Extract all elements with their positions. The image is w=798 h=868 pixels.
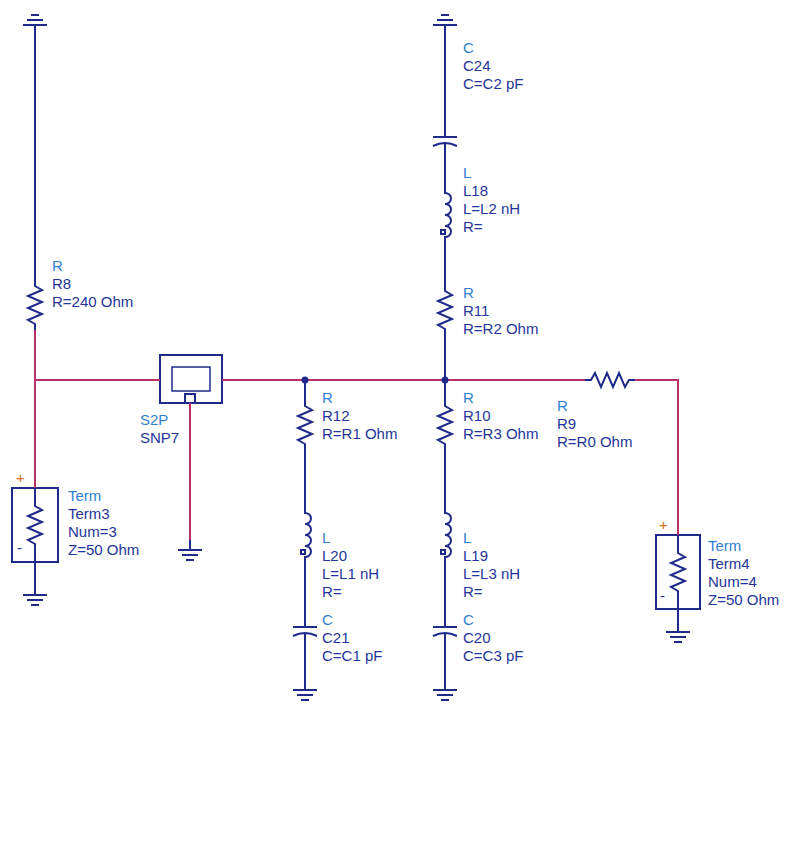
component-type: R: [322, 390, 333, 405]
component-type: R: [557, 398, 568, 413]
wires: [35, 330, 678, 540]
component-name: R8: [52, 276, 71, 291]
component-name: C20: [463, 630, 491, 645]
polarity-mark: +: [16, 470, 25, 485]
component-value: C=C1 pF: [322, 648, 382, 663]
component-type: L: [463, 530, 471, 545]
component-type: Term: [68, 488, 101, 503]
component-name: L19: [463, 548, 488, 563]
component-value: Z=50 Ohm: [708, 592, 779, 607]
component-value: R=R0 Ohm: [557, 434, 632, 449]
component-value: L=L3 nH: [463, 566, 520, 581]
component-name: R11: [463, 303, 489, 318]
component-value: R=R1 Ohm: [322, 426, 397, 441]
component-type: R: [463, 285, 474, 300]
component-name: Term4: [708, 556, 750, 571]
component-name: R9: [557, 416, 576, 431]
component-type: L: [463, 165, 471, 180]
component-type: C: [322, 612, 333, 627]
component-value: R=: [463, 219, 483, 234]
component-name: SNP7: [140, 430, 179, 445]
component-value: Z=50 Ohm: [68, 542, 139, 557]
component-value: C=C3 pF: [463, 648, 523, 663]
polarity-mark: -: [660, 588, 665, 603]
component-value: Num=4: [708, 574, 757, 589]
component-value: R=240 Ohm: [52, 294, 133, 309]
component-name: C21: [322, 630, 350, 645]
component-name: Term3: [68, 506, 110, 521]
component-value: L=L2 nH: [463, 201, 520, 216]
component-type: S2P: [140, 412, 168, 427]
junction-dots: [302, 377, 449, 384]
component-value: L=L1 nH: [322, 566, 379, 581]
component-symbols: [12, 15, 700, 700]
component-value: C=C2 pF: [463, 76, 523, 91]
component-value: Num=3: [68, 524, 117, 539]
component-name: C24: [463, 58, 491, 73]
component-name: L20: [322, 548, 347, 563]
component-type: R: [463, 390, 474, 405]
component-type: L: [322, 530, 330, 545]
component-type: R: [52, 258, 63, 273]
polarity-mark: +: [659, 517, 668, 532]
component-type: C: [463, 612, 474, 627]
polarity-mark: -: [17, 540, 22, 555]
component-value: R=: [322, 584, 342, 599]
component-type: C: [463, 40, 474, 55]
component-name: R10: [463, 408, 491, 423]
component-name: R12: [322, 408, 350, 423]
component-value: R=R3 Ohm: [463, 426, 538, 441]
component-value: R=: [463, 584, 483, 599]
component-type: Term: [708, 538, 741, 553]
component-value: R=R2 Ohm: [463, 321, 538, 336]
component-name: L18: [463, 183, 488, 198]
